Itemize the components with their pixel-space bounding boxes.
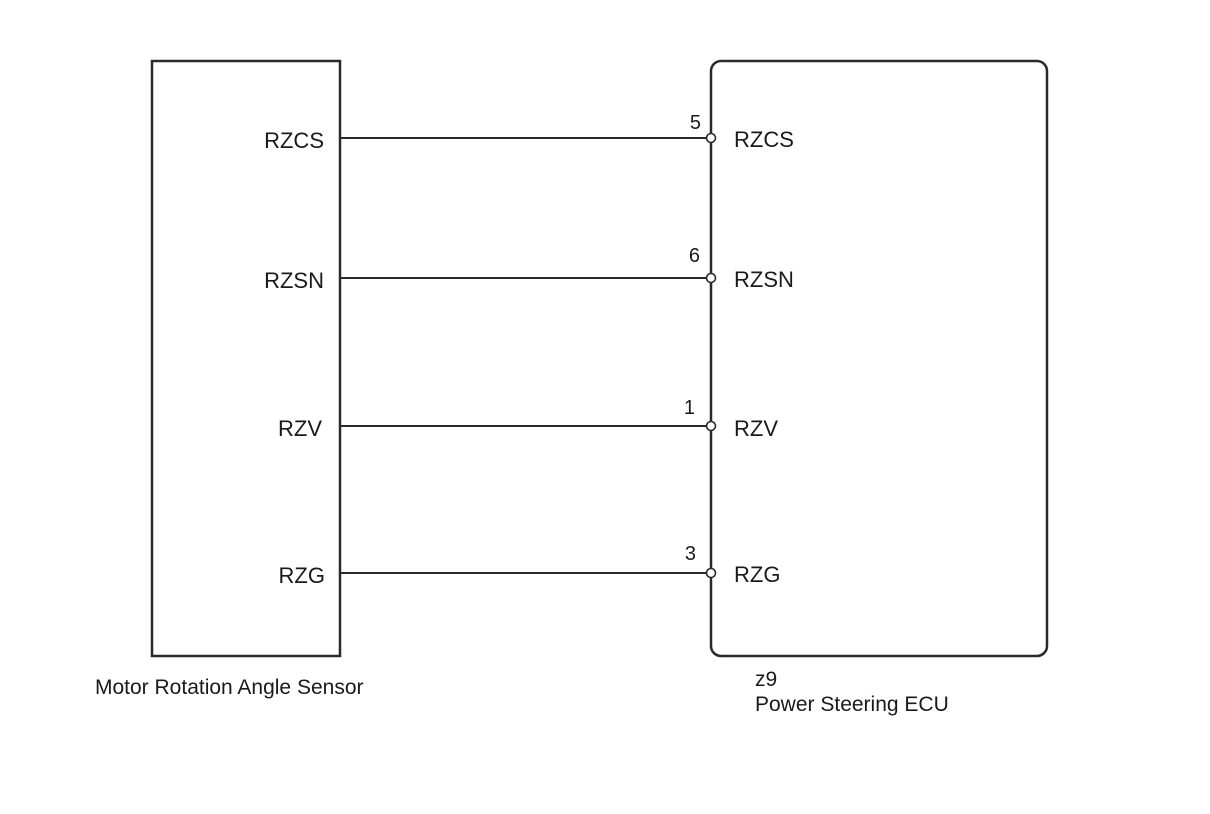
ecu-terminal-label-rzcs: RZCS bbox=[734, 127, 794, 152]
ecu-terminal-pin-3 bbox=[705, 567, 717, 579]
sensor-name-caption: Motor Rotation Angle Sensor bbox=[95, 676, 364, 699]
ecu-pin-number-6: 6 bbox=[689, 245, 700, 267]
sensor-terminal-label-rzsn: RZSN bbox=[264, 268, 324, 293]
ecu-terminal-label-rzg: RZG bbox=[734, 562, 780, 587]
sensor-terminal-label-rzg: RZG bbox=[279, 563, 325, 588]
wire-group-3: RZV 1 RZV bbox=[278, 397, 778, 441]
ecu-pin-number-1: 1 bbox=[684, 397, 695, 419]
sensor-box bbox=[150, 59, 342, 658]
sensor-terminal-label-rzcs: RZCS bbox=[264, 128, 324, 153]
wire-group-1: RZCS 5 RZCS bbox=[264, 112, 794, 153]
ecu-pin-number-5: 5 bbox=[690, 112, 701, 134]
ecu-terminal-pin-5 bbox=[705, 132, 717, 144]
ecu-name-caption: Power Steering ECU bbox=[755, 693, 949, 716]
sensor-terminal-label-rzv: RZV bbox=[278, 416, 322, 441]
ecu-terminal-label-rzv: RZV bbox=[734, 416, 778, 441]
ecu-terminal-label-rzsn: RZSN bbox=[734, 267, 794, 292]
ecu-pin-number-3: 3 bbox=[685, 543, 696, 565]
ecu-terminal-pin-6 bbox=[705, 272, 717, 284]
wire-group-4: RZG 3 RZG bbox=[279, 543, 781, 588]
ecu-box bbox=[709, 59, 1049, 658]
ecu-terminal-pin-1 bbox=[705, 420, 717, 432]
wire-group-2: RZSN 6 RZSN bbox=[264, 245, 794, 293]
ecu-connector-code: z9 bbox=[755, 668, 777, 691]
